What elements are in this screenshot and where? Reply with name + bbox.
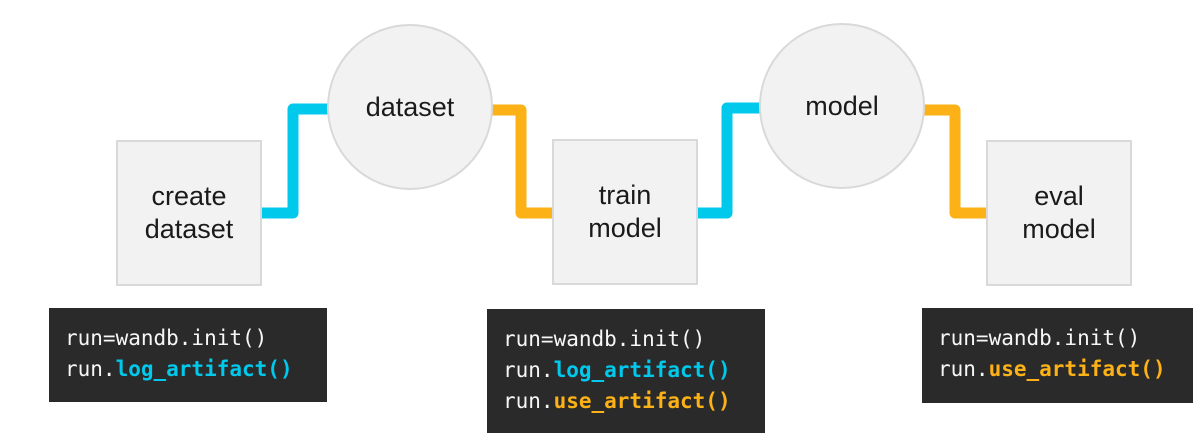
log-artifact-call: log_artifact() [115, 357, 293, 381]
artifact-circle-dataset: dataset [327, 24, 493, 190]
code-line: run=wandb.init() [503, 327, 706, 351]
step-box-train-model: train model [552, 139, 698, 285]
artifact-circle-model-label: model [805, 90, 879, 121]
step-box-eval-model: eval model [986, 140, 1132, 286]
step-box-train-model-label: train model [588, 180, 662, 243]
code-line: run.use_artifact() [938, 357, 1166, 381]
code-block-train-model: run=wandb.init() run.log_artifact() run.… [487, 309, 765, 433]
code-line: run=wandb.init() [938, 326, 1141, 350]
code-block-eval-model: run=wandb.init() run.use_artifact() [922, 308, 1193, 403]
step-box-eval-model-label: eval model [1022, 181, 1096, 244]
connector-model-to-eval-model [923, 104, 990, 219]
step-box-create-dataset-label: create dataset [144, 181, 234, 244]
use-artifact-call: use_artifact() [988, 357, 1166, 381]
code-block-create-dataset: run=wandb.init() run.log_artifact() [49, 308, 327, 402]
code-line: run.use_artifact() [503, 389, 731, 413]
use-artifact-call: use_artifact() [553, 389, 731, 413]
code-line: run.log_artifact() [65, 357, 293, 381]
code-line: run=wandb.init() [65, 326, 268, 350]
step-box-create-dataset: create dataset [116, 140, 262, 286]
connector-dataset-to-train-model [490, 104, 555, 219]
artifact-circle-model: model [759, 23, 925, 189]
connector-create-dataset-to-dataset [258, 103, 330, 219]
log-artifact-call: log_artifact() [553, 358, 731, 382]
connector-train-model-to-model [695, 102, 762, 219]
code-line: run.log_artifact() [503, 358, 731, 382]
artifact-circle-dataset-label: dataset [365, 91, 455, 122]
